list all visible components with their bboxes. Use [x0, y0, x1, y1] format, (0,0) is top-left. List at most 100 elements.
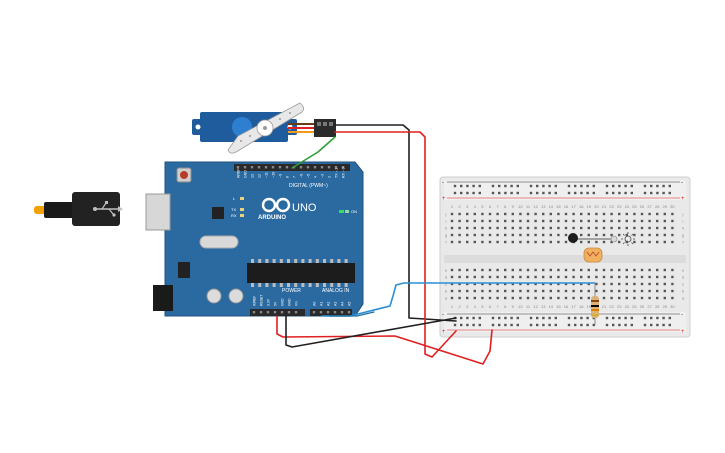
breadboard-hole[interactable] — [466, 282, 469, 286]
breadboard-hole[interactable] — [511, 219, 514, 223]
breadboard-hole[interactable] — [625, 275, 628, 279]
breadboard-hole[interactable] — [640, 240, 644, 244]
breadboard-hole[interactable] — [504, 282, 507, 286]
breadboard-hole[interactable] — [466, 268, 469, 272]
rail-hole[interactable] — [567, 316, 571, 320]
breadboard-hole[interactable] — [602, 226, 606, 230]
breadboard-hole[interactable] — [648, 275, 651, 279]
breadboard-hole[interactable] — [587, 226, 590, 230]
breadboard-hole[interactable] — [557, 226, 560, 230]
breadboard-hole[interactable] — [663, 268, 666, 272]
breadboard-hole[interactable] — [557, 282, 560, 286]
breadboard-hole[interactable] — [504, 296, 507, 300]
breadboard-hole[interactable] — [671, 240, 674, 244]
breadboard-hole[interactable] — [450, 233, 454, 237]
rail-hole[interactable] — [453, 323, 457, 327]
rail-hole[interactable] — [650, 316, 653, 320]
rail-hole[interactable] — [529, 191, 533, 195]
breadboard-hole[interactable] — [572, 275, 575, 279]
breadboard-hole[interactable] — [656, 240, 659, 244]
breadboard-hole[interactable] — [663, 233, 666, 237]
breadboard-hole[interactable] — [663, 296, 666, 300]
power-pin[interactable] — [259, 311, 263, 314]
rail-hole[interactable] — [624, 323, 627, 327]
rail-hole[interactable] — [574, 316, 577, 320]
breadboard-hole[interactable] — [473, 282, 476, 286]
rail-hole[interactable] — [516, 184, 519, 188]
rail-hole[interactable] — [466, 191, 469, 195]
rail-hole[interactable] — [567, 184, 571, 188]
digital-pin[interactable] — [306, 166, 310, 169]
breadboard-hole[interactable] — [488, 289, 492, 293]
rail-hole[interactable] — [605, 184, 609, 188]
breadboard-hole[interactable] — [549, 282, 552, 286]
breadboard-hole[interactable] — [488, 226, 492, 230]
breadboard-hole[interactable] — [481, 212, 484, 216]
breadboard-hole[interactable] — [466, 289, 469, 293]
breadboard-hole[interactable] — [458, 289, 461, 293]
rail-hole[interactable] — [542, 191, 545, 195]
rail-hole[interactable] — [580, 184, 583, 188]
breadboard-hole[interactable] — [526, 226, 530, 230]
rail-hole[interactable] — [542, 323, 545, 327]
breadboard-hole[interactable] — [473, 212, 476, 216]
breadboard-hole[interactable] — [663, 275, 666, 279]
breadboard-hole[interactable] — [656, 275, 659, 279]
breadboard-hole[interactable] — [473, 296, 476, 300]
breadboard-hole[interactable] — [625, 268, 628, 272]
rail-hole[interactable] — [643, 184, 647, 188]
rail-hole[interactable] — [586, 191, 589, 195]
breadboard-hole[interactable] — [602, 233, 606, 237]
analog-pin[interactable] — [319, 311, 323, 314]
breadboard-hole[interactable] — [640, 268, 644, 272]
rail-hole[interactable] — [548, 323, 551, 327]
digital-pin[interactable] — [320, 166, 324, 169]
breadboard-hole[interactable] — [572, 226, 575, 230]
breadboard-hole[interactable] — [466, 219, 469, 223]
breadboard-hole[interactable] — [580, 296, 583, 300]
breadboard-hole[interactable] — [473, 226, 476, 230]
breadboard-hole[interactable] — [625, 219, 628, 223]
rail-hole[interactable] — [605, 316, 609, 320]
breadboard-hole[interactable] — [504, 219, 507, 223]
servo-signal-wire[interactable] — [291, 136, 336, 169]
digital-pin[interactable] — [334, 166, 338, 169]
breadboard-hole[interactable] — [549, 233, 552, 237]
digital-pin[interactable] — [236, 166, 240, 169]
breadboard-hole[interactable] — [504, 233, 507, 237]
breadboard-hole[interactable] — [602, 219, 606, 223]
breadboard-hole[interactable] — [504, 289, 507, 293]
breadboard-hole[interactable] — [458, 226, 461, 230]
breadboard-hole[interactable] — [587, 282, 590, 286]
rail-hole[interactable] — [478, 184, 481, 188]
breadboard-hole[interactable] — [511, 233, 514, 237]
rail-hole[interactable] — [466, 184, 469, 188]
breadboard-hole[interactable] — [473, 219, 476, 223]
breadboard-hole[interactable] — [640, 233, 644, 237]
rail-hole[interactable] — [586, 323, 589, 327]
breadboard-hole[interactable] — [595, 233, 598, 237]
breadboard-hole[interactable] — [496, 282, 499, 286]
breadboard-hole[interactable] — [648, 233, 651, 237]
rail-hole[interactable] — [618, 323, 621, 327]
analog-pin[interactable] — [333, 311, 337, 314]
breadboard-hole[interactable] — [648, 212, 651, 216]
breadboard-hole[interactable] — [564, 296, 568, 300]
breadboard-hole[interactable] — [534, 289, 537, 293]
breadboard-hole[interactable] — [458, 240, 461, 244]
rail-hole[interactable] — [510, 316, 513, 320]
rail-hole[interactable] — [466, 316, 469, 320]
breadboard-hole[interactable] — [496, 268, 499, 272]
rail-hole[interactable] — [612, 184, 615, 188]
rail-hole[interactable] — [624, 191, 627, 195]
breadboard-hole[interactable] — [618, 282, 621, 286]
breadboard-hole[interactable] — [542, 282, 545, 286]
breadboard-hole[interactable] — [511, 240, 514, 244]
breadboard-hole[interactable] — [542, 233, 545, 237]
rail-hole[interactable] — [586, 184, 589, 188]
breadboard-hole[interactable] — [564, 226, 568, 230]
breadboard-hole[interactable] — [557, 233, 560, 237]
breadboard-hole[interactable] — [466, 240, 469, 244]
breadboard-hole[interactable] — [542, 219, 545, 223]
breadboard-hole[interactable] — [496, 240, 499, 244]
